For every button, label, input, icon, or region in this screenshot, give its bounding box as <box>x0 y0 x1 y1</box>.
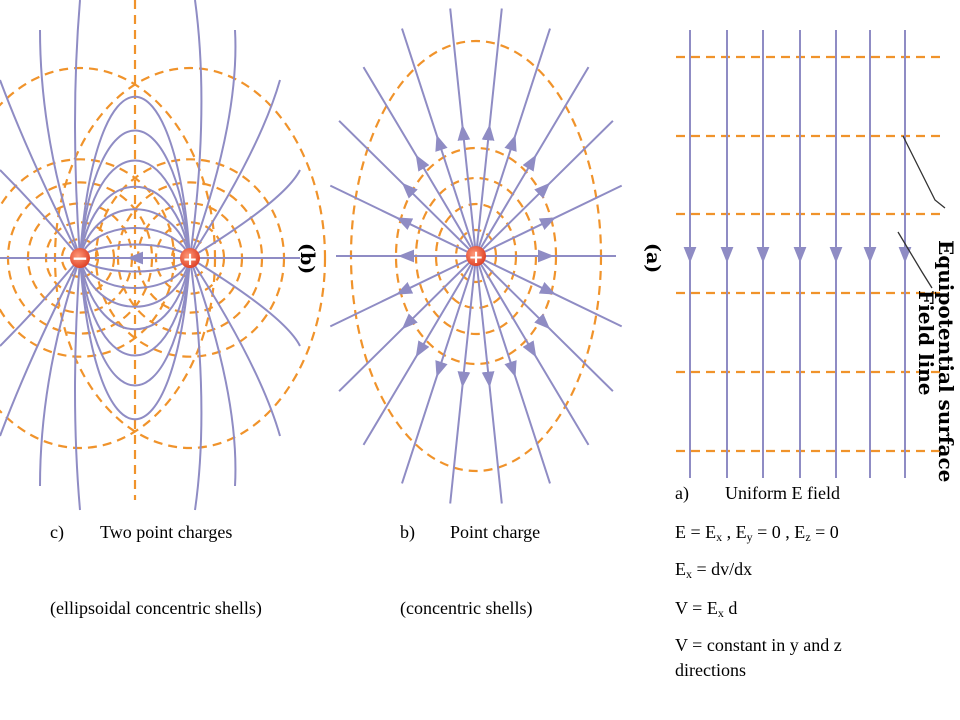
field-line <box>79 227 191 259</box>
svg-text:+: + <box>182 249 197 270</box>
caption-b-sub: (concentric shells) <box>400 598 533 618</box>
two-charges-panel <box>0 0 327 511</box>
field-line <box>189 257 203 511</box>
equipotential-leader <box>902 135 946 209</box>
field-line <box>189 29 237 259</box>
field-line <box>79 257 191 420</box>
field-line <box>401 255 477 484</box>
field-line <box>329 255 477 328</box>
field-line <box>329 184 477 257</box>
equation-v: V = Ex d <box>675 598 738 620</box>
field-line <box>79 257 191 308</box>
equation-ex: Ex = dv/dx <box>675 559 753 581</box>
field-line <box>79 185 191 259</box>
field-line <box>475 66 590 257</box>
negative-charge: − <box>70 246 90 270</box>
caption-a: a)Uniform E field <box>675 483 840 503</box>
field-line <box>79 257 191 357</box>
field-line <box>401 28 477 257</box>
field-line <box>0 79 81 259</box>
field-line <box>0 169 81 259</box>
field-line <box>79 159 191 259</box>
field-line <box>74 257 81 511</box>
field-line <box>189 0 203 259</box>
field-line-leader <box>897 231 933 289</box>
field-line <box>79 208 191 259</box>
positive-charge-c: + <box>180 248 200 270</box>
equation-v-constant-cont: directions <box>675 660 746 680</box>
field-line <box>79 257 191 387</box>
field-line <box>74 0 81 259</box>
field-line <box>0 257 81 437</box>
field-line <box>39 29 81 259</box>
field-line <box>362 66 477 257</box>
field-line <box>475 8 503 257</box>
positive-charge-b: + <box>466 246 486 268</box>
field-line <box>475 184 623 257</box>
equation-v-constant: V = constant in y and z <box>675 635 842 655</box>
caption-c-sub: (ellipsoidal concentric shells) <box>50 598 262 618</box>
panel-tag-c: (b) <box>296 243 318 275</box>
field-line <box>189 79 281 259</box>
field-line-label: Field line <box>914 290 938 396</box>
field-line <box>338 255 477 392</box>
field-line <box>475 255 551 484</box>
field-line <box>39 257 81 487</box>
svg-text:+: + <box>468 247 483 268</box>
svg-text:−: − <box>72 246 89 270</box>
field-line <box>475 255 503 504</box>
field-line <box>79 129 191 259</box>
field-line <box>0 257 81 347</box>
field-line <box>189 257 281 437</box>
field-line <box>475 120 614 257</box>
field-line <box>79 257 191 289</box>
caption-c: c)Two point charges <box>50 522 233 542</box>
point-charge-panel <box>329 8 623 504</box>
panel-tag-b: (a) <box>642 243 664 274</box>
field-line <box>338 120 477 257</box>
uniform-field-panel <box>676 30 945 478</box>
field-line <box>362 255 477 446</box>
field-line <box>79 96 191 259</box>
field-line <box>79 257 191 331</box>
caption-b: b)Point charge <box>400 522 541 542</box>
field-line <box>475 255 623 328</box>
equation-field-components: E = Ex , Ey = 0 , Ez = 0 <box>675 522 839 544</box>
field-line <box>449 8 477 257</box>
field-line <box>475 255 614 392</box>
field-line <box>189 257 301 347</box>
field-line <box>189 169 301 259</box>
field-line <box>449 255 477 504</box>
field-line <box>475 255 590 446</box>
field-line <box>475 28 551 257</box>
field-line <box>189 257 237 487</box>
